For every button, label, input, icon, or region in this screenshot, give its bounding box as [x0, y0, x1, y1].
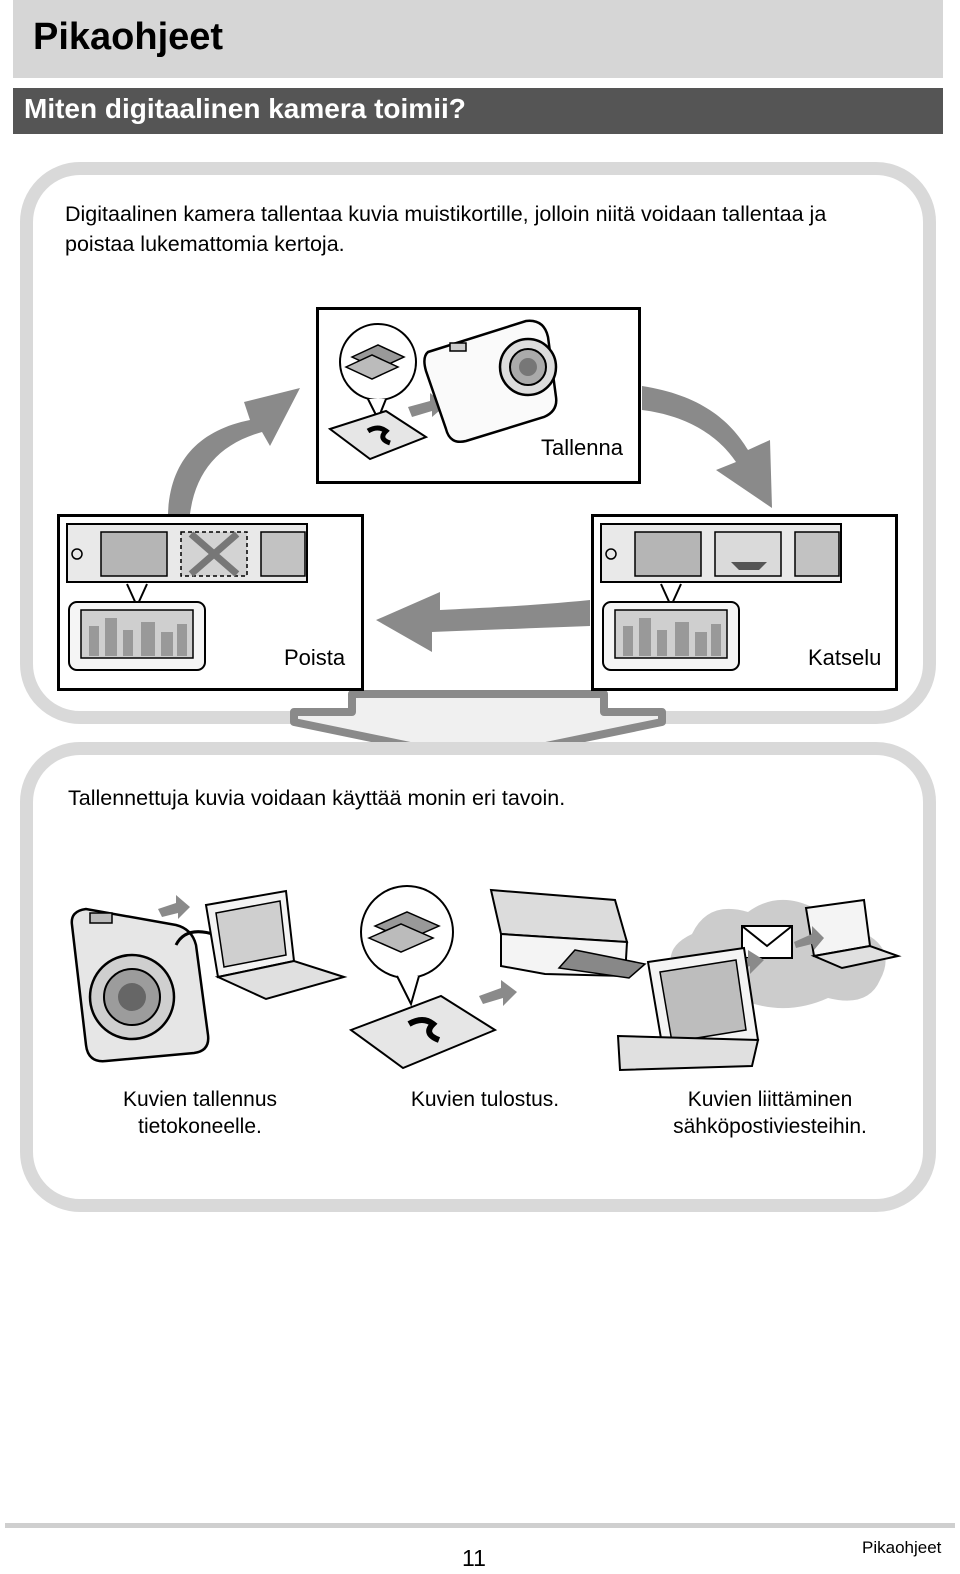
arrow-icon [168, 388, 300, 514]
arrow-icon [376, 592, 590, 652]
caption-pc: Kuvien tallennus tietokoneelle. [70, 1086, 330, 1140]
arrow-icon [158, 895, 190, 919]
page-header [13, 0, 943, 78]
uses-text: Tallennettuja kuvia voidaan käyttää moni… [68, 786, 566, 810]
laptop-icon [204, 889, 348, 1001]
film-strip-icon [600, 523, 842, 583]
footer-label: Pikaohjeet [862, 1538, 942, 1557]
cycle-arrows [168, 386, 772, 764]
caption-mail-line1: Kuvien liittäminen [687, 1088, 853, 1111]
camera-icon [70, 907, 210, 1063]
photos-icon [360, 885, 454, 1007]
email-illustration [616, 898, 902, 1072]
memory-card-icon [348, 994, 498, 1070]
arrow-icon [290, 690, 666, 764]
intro-text: Digitaalinen kamera tallentaa kuvia muis… [65, 202, 827, 256]
printer-icon [489, 888, 647, 979]
arrow-icon [479, 980, 517, 1006]
caption-print: Kuvien tulostus. [370, 1086, 600, 1113]
pc-transfer-illustration [70, 889, 348, 1063]
camera-icon [423, 319, 558, 443]
section-header [13, 88, 943, 134]
delete-illustration [66, 523, 308, 671]
caption-mail-line2: sähköpostiviesteihin. [673, 1115, 867, 1138]
print-illustration [348, 885, 647, 1070]
save-label: Tallenna [541, 435, 623, 460]
section-title: Miten digitaalinen kamera toimii? [24, 93, 466, 124]
tablet-icon [602, 583, 740, 671]
delete-label: Poista [284, 645, 346, 670]
film-strip-icon [66, 523, 308, 583]
caption-pc-line1: Kuvien tallennus [122, 1088, 278, 1111]
footer-divider [5, 1523, 955, 1528]
view-illustration [600, 523, 842, 671]
page-title: Pikaohjeet [33, 16, 224, 58]
tablet-icon [68, 583, 206, 671]
arrow-icon [642, 386, 772, 508]
photos-icon [339, 323, 417, 422]
caption-mail: Kuvien liittäminen sähköpostiviesteihin. [635, 1086, 905, 1140]
save-illustration [327, 319, 558, 461]
caption-pc-line2: tietokoneelle. [138, 1115, 262, 1138]
view-label: Katselu [808, 645, 882, 670]
arrow-icon [794, 926, 824, 950]
laptop-icon [616, 946, 760, 1072]
memory-card-icon [327, 409, 429, 461]
caption-print-line1: Kuvien tulostus. [410, 1088, 560, 1111]
envelope-icon [741, 925, 793, 959]
page-number: 11 [462, 1545, 486, 1571]
